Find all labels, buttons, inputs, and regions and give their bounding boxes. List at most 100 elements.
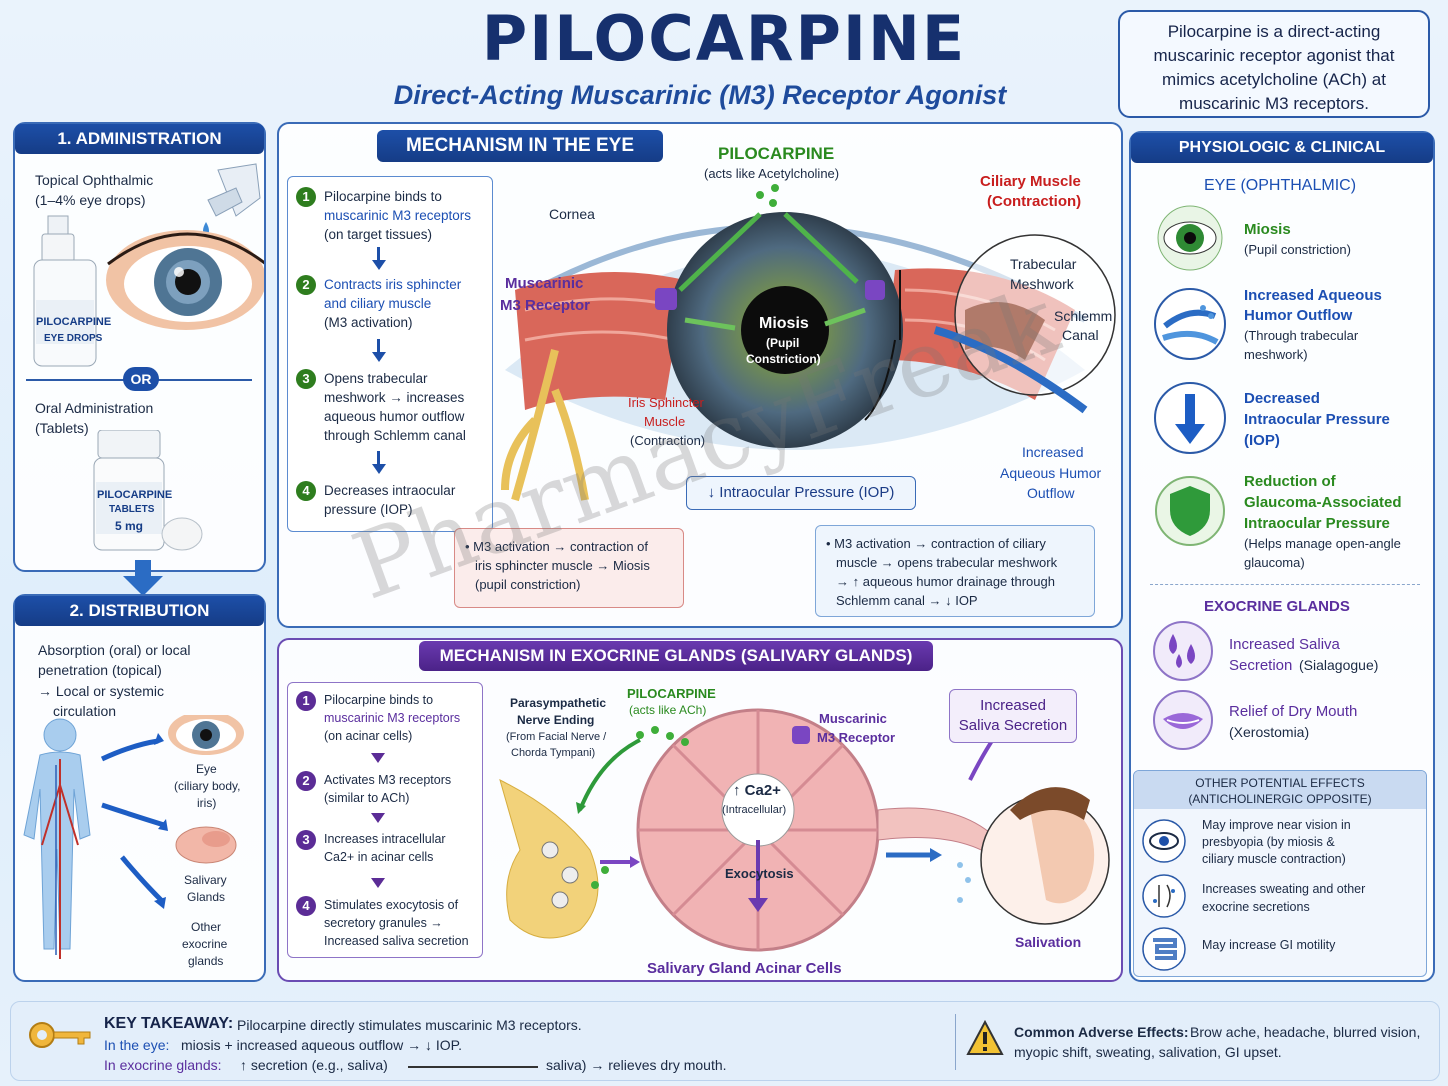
step-arrow-stem <box>377 247 380 261</box>
glaucoma-outcome-title-3: Intraocular Pressure <box>1244 515 1390 532</box>
ca-label-2: (Intracellular) <box>722 804 787 816</box>
step-arrow-stem <box>377 451 380 465</box>
ciliary-label-1: Ciliary Muscle <box>980 173 1081 190</box>
key-takeaway-label: KEY TAKEAWAY: <box>104 1015 234 1032</box>
bottle-label-1: PILOCARPINE <box>36 316 112 328</box>
miosis-eye-icon <box>1157 205 1223 271</box>
footer-divider <box>955 1014 956 1070</box>
eye-acts-like: (acts like Acetylcholine) <box>704 166 840 181</box>
eye-pilocarpine-label: PILOCARPINE <box>718 144 835 163</box>
warning-icon <box>966 1020 1004 1055</box>
page-title: PILOCARPINE <box>481 2 967 75</box>
oral-title: Oral Administration <box>35 400 154 416</box>
footer-eye-text: miosis + increased aqueous outflow → ↓ I… <box>181 1037 463 1053</box>
intro-box: Pilocarpine is a direct-acting muscarini… <box>1118 10 1430 118</box>
iop-down-icon <box>1154 382 1226 454</box>
tablet-bottle-illustration <box>93 430 203 551</box>
sweat-icon <box>1142 874 1186 918</box>
mouth-icon <box>1153 690 1213 750</box>
outflow-icon <box>1154 288 1226 360</box>
eye-drop-illustration <box>33 163 264 367</box>
adverse-label: Common Adverse Effects: <box>1014 1024 1189 1040</box>
topical-sub: (1–4% eye drops) <box>35 192 146 208</box>
step-arrow-stem <box>377 339 380 353</box>
gland-pilocarpine-label: PILOCARPINE <box>627 686 716 701</box>
distribution-text-2: penetration (topical) <box>38 662 162 678</box>
step-arrow-icon <box>372 352 386 362</box>
exocytosis-label: Exocytosis <box>725 866 794 881</box>
dist-other-3: glands <box>188 954 224 968</box>
saliva-drops-icon <box>1153 621 1213 681</box>
salivary-gland-illustration <box>499 706 1110 952</box>
intestine-icon <box>1142 927 1186 971</box>
administration-heading: 1. ADMINISTRATION <box>15 124 264 154</box>
miosis-label-2: (Pupil <box>766 336 800 350</box>
glaucoma-outcome-sub-1: (Helps manage open-angle <box>1244 536 1401 551</box>
footer-eye-label: In the eye: <box>104 1037 170 1053</box>
saliva-outcome-sub: (Sialagogue) <box>1299 657 1379 673</box>
other-effect-1c: ciliary muscle contraction) <box>1202 852 1346 866</box>
iop-outcome-title-1: Decreased <box>1244 390 1320 407</box>
dist-eye-3: iris) <box>197 796 217 810</box>
saliva-outcome-title-2: Secretion <box>1229 657 1293 674</box>
schlemm-label-2: Canal <box>1062 327 1099 343</box>
down-arrow-icon <box>123 560 163 596</box>
step-arrow-icon <box>371 813 385 823</box>
dist-other-1: Other <box>191 920 222 934</box>
dist-salivary-2: Glands <box>187 890 226 904</box>
miosis-label-3: Constriction) <box>746 352 821 366</box>
bottle-label-2: EYE DROPS <box>44 333 103 344</box>
outflow-label-1: Increased <box>1022 444 1084 460</box>
dist-eye-1: Eye <box>196 762 217 776</box>
footer-gland-text-a: ↑ secretion (e.g., saliva) <box>240 1057 388 1073</box>
drymouth-outcome-sub: (Xerostomia) <box>1229 724 1310 740</box>
outflow-label-2: Aqueous Humor <box>1000 465 1102 481</box>
or-badge: OR <box>123 367 159 391</box>
tablet-label-3: 5 mg <box>115 519 144 533</box>
iop-outcome-title-2: Intraocular Pressure <box>1244 411 1390 428</box>
other-effect-1b: presbyopia (by miosis & <box>1202 835 1335 849</box>
dist-salivary-1: Salivary <box>184 873 227 887</box>
dist-eye-2: (ciliary body, <box>174 779 241 793</box>
miosis-label-1: Miosis <box>759 315 809 332</box>
trabecular-label-1: Trabecular <box>1010 256 1077 272</box>
other-effect-3a: May increase GI motility <box>1202 938 1336 952</box>
distribution-text-4: circulation <box>53 703 117 719</box>
outflow-outcome-sub-2: meshwork) <box>1244 347 1308 362</box>
other-effect-2a: Increases sweating and other <box>1202 882 1366 896</box>
eye-mechanism-heading: MECHANISM IN THE EYE <box>377 130 663 162</box>
other-effect-2b: exocrine secretions <box>1202 900 1310 914</box>
eye-receptor-label-2: M3 Receptor <box>500 297 591 314</box>
body-circulation-illustration <box>23 715 244 959</box>
drymouth-outcome-title: Relief of Dry Mouth <box>1229 703 1358 720</box>
dist-other-2: exocrine <box>182 937 228 951</box>
gland-receptor-label-1: Muscarinic <box>819 711 887 726</box>
other-effect-1a: May improve near vision in <box>1202 818 1351 832</box>
outflow-outcome-title-2: Humor Outflow <box>1244 307 1353 324</box>
footer-gland-text-b: saliva) → relieves dry mouth. <box>546 1057 727 1073</box>
acinar-label: Salivary Gland Acinar Cells <box>647 960 842 977</box>
eye-cross-section-illustration <box>501 184 1116 502</box>
outcomes-heading: PHYSIOLOGIC & CLINICAL OUTCOMES <box>1131 133 1433 186</box>
trabecular-label-2: Meshwork <box>1010 276 1074 292</box>
miosis-outcome-title: Miosis <box>1244 221 1291 238</box>
gland-acts-like: (acts like ACh) <box>629 703 707 717</box>
key-takeaway-1: Pilocarpine directly stimulates muscarin… <box>237 1017 582 1033</box>
footer-gland-label: In exocrine glands: <box>104 1057 222 1073</box>
eye-outcomes-heading: EYE (OPHTHALMIC) <box>1204 177 1357 194</box>
sphincter-label-2: Muscle <box>644 414 686 429</box>
saliva-outcome-title-1: Increased Saliva <box>1229 636 1340 653</box>
outflow-label-3: Outflow <box>1027 485 1075 501</box>
nerve-label-2: Nerve Ending <box>517 713 595 727</box>
vision-eye-icon <box>1142 819 1186 863</box>
cornea-label: Cornea <box>549 206 595 222</box>
tablet-label-2: TABLETS <box>109 504 155 515</box>
glaucoma-outcome-title-1: Reduction of <box>1244 473 1336 490</box>
glaucoma-outcome-sub-2: glaucoma) <box>1244 555 1305 570</box>
